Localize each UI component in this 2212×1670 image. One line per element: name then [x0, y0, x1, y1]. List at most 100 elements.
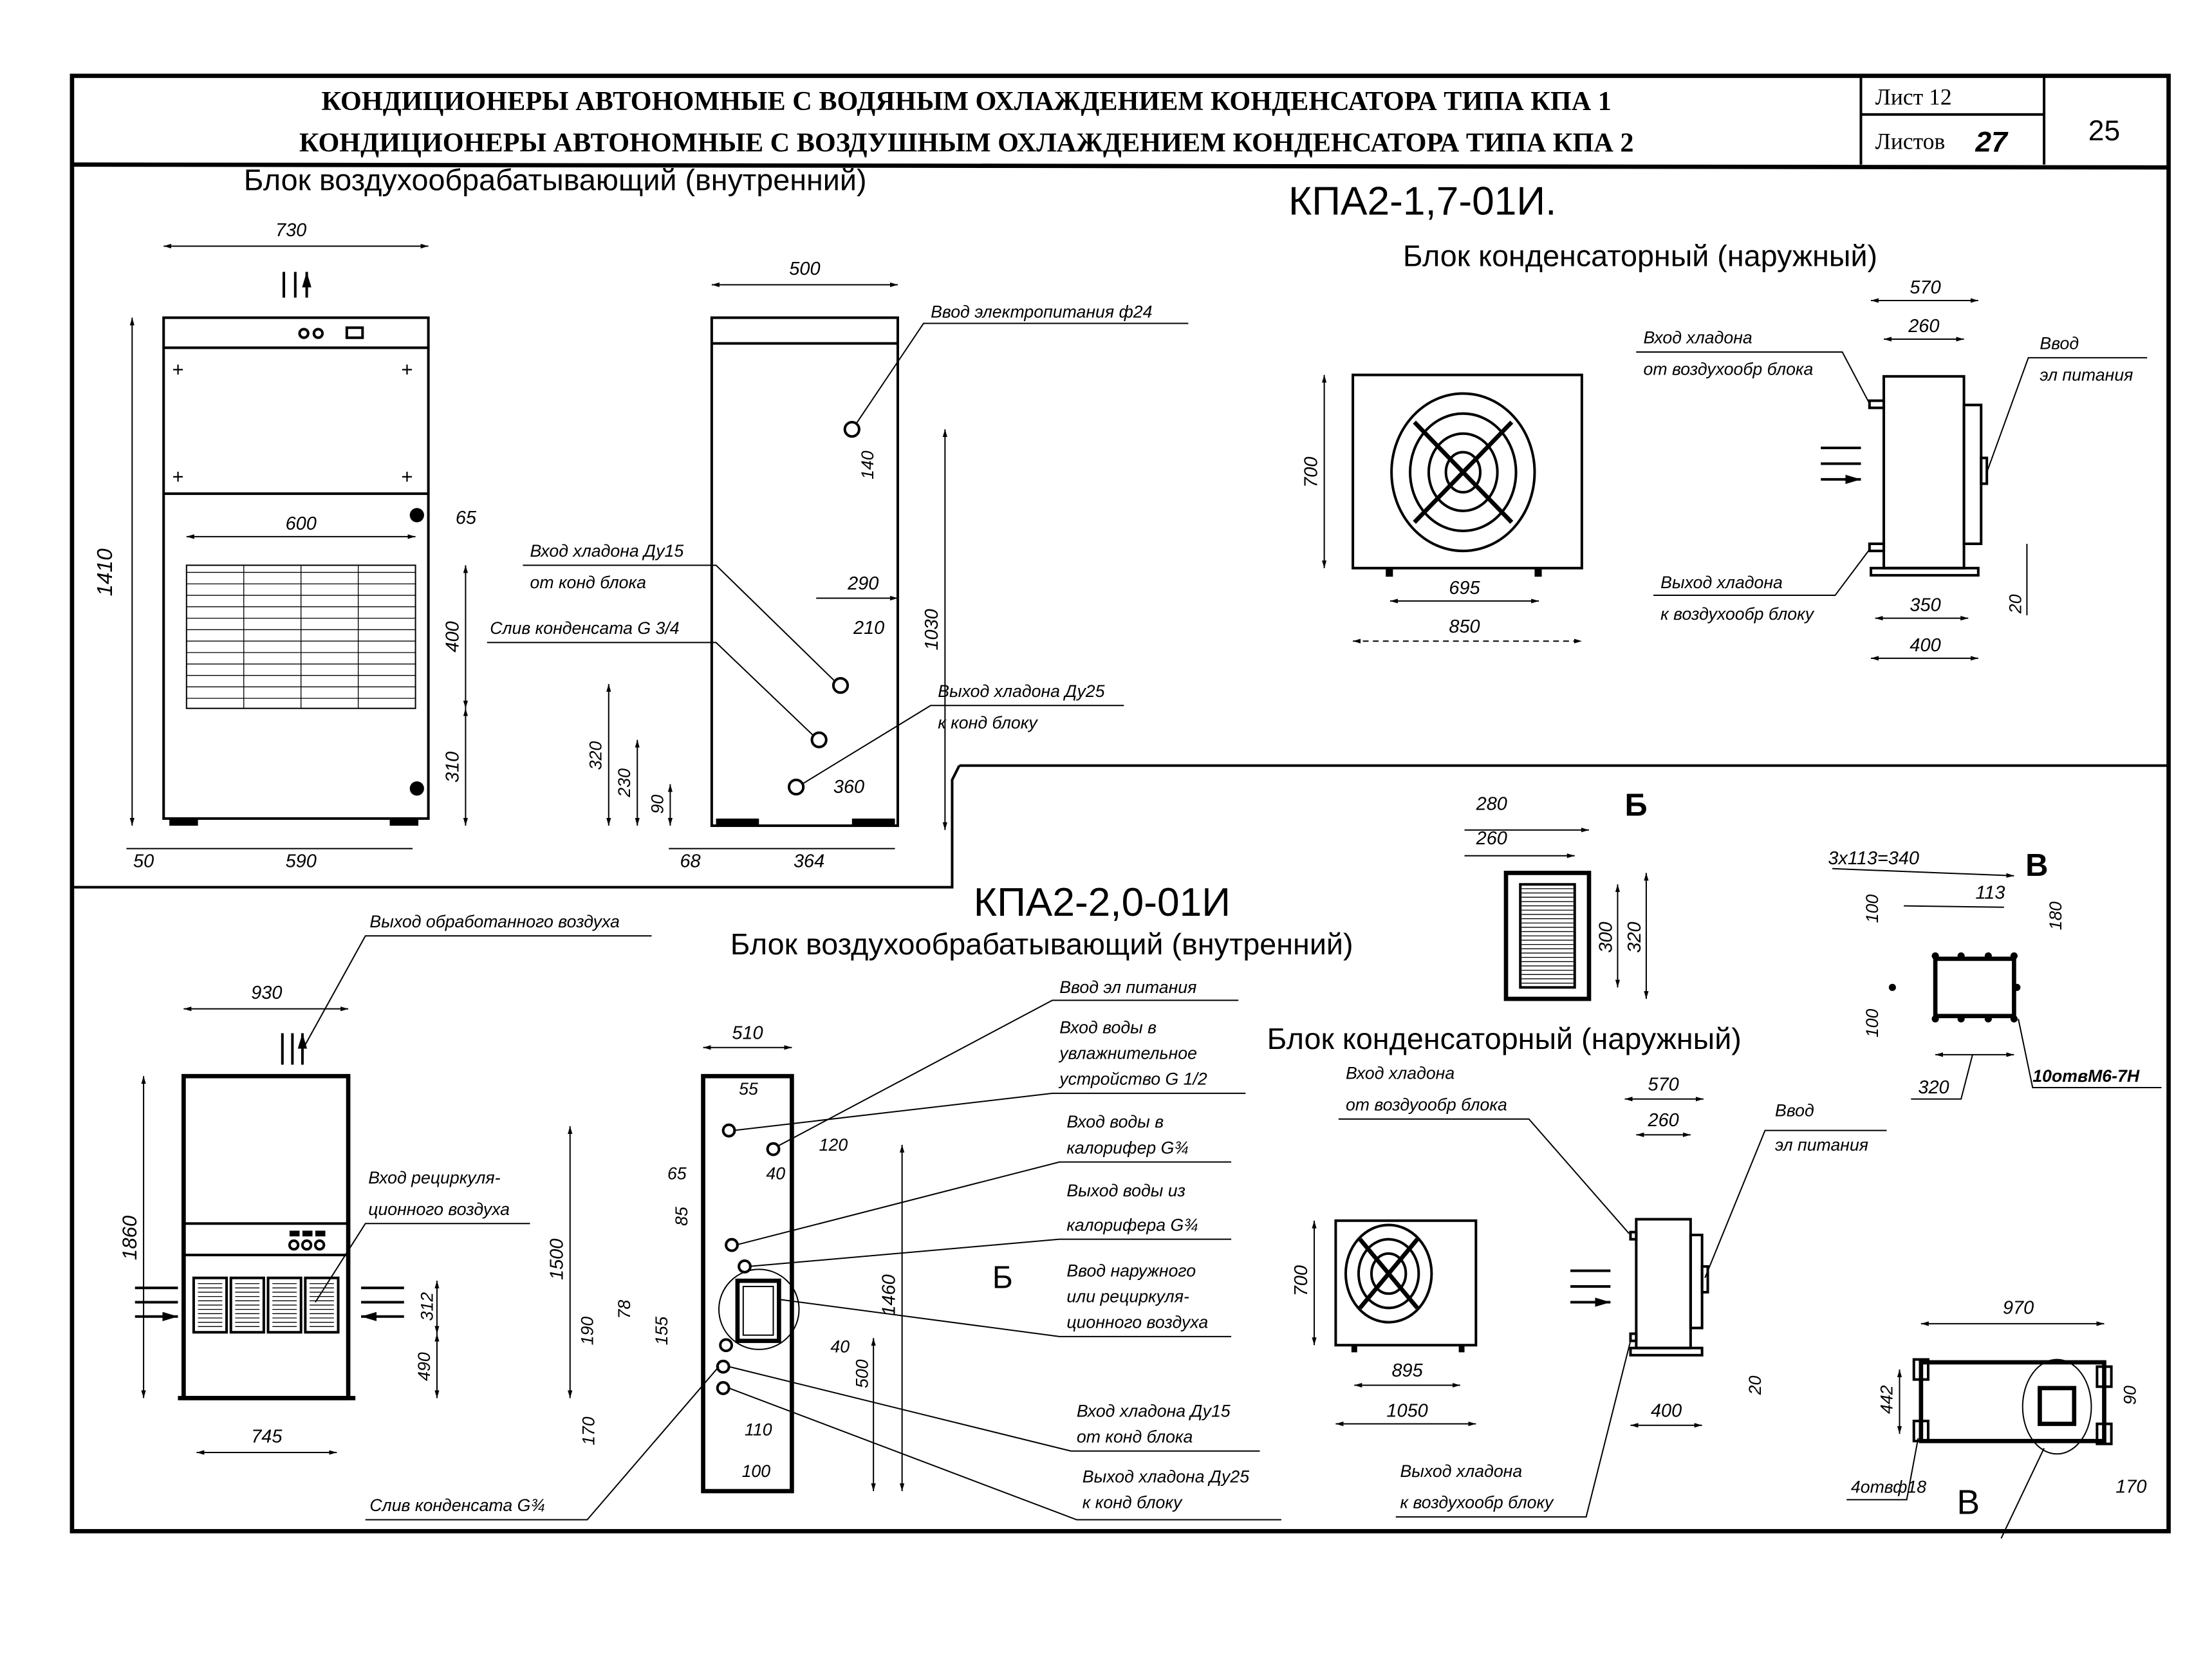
dim-260-b: 260: [1476, 828, 1507, 849]
svg-text:+: +: [401, 466, 413, 488]
air-out-arrows-1: [283, 272, 307, 298]
detail-b: Б 280 260 300 320: [1464, 788, 1649, 1001]
outdoor-side-view-2: 570 260 400 20 Вход хладона от воздуообр…: [1338, 1064, 1887, 1518]
label-power-input-1: Ввод электропитания ф24: [931, 302, 1152, 322]
dim-50: 50: [133, 851, 154, 872]
label-condensate-1: Слив конденсата G 3/4: [490, 618, 679, 638]
title-line-2: КОНДИЦИОНЕРЫ АВТОНОМНЫЕ С ВОЗДУШНЫМ ОХЛА…: [299, 128, 1634, 158]
dim-700-1: 700: [1301, 457, 1321, 488]
dim-320-b: 320: [1624, 922, 1645, 952]
sheet-frame: [70, 73, 2171, 1534]
label-cond-in-1a: Вход хладона: [1643, 328, 1752, 348]
dim-970: 970: [2003, 1297, 2034, 1318]
dim-230: 230: [615, 768, 634, 798]
label-air-in-1: Ввод наружного: [1066, 1261, 1196, 1280]
dim-320-v: 320: [1918, 1077, 1949, 1098]
label-recirc-2a: Вход рециркуля-: [368, 1168, 500, 1187]
dim-350: 350: [1910, 595, 1940, 615]
label-power-2: Ввод эл питания: [1059, 978, 1196, 997]
dim-695: 695: [1449, 578, 1480, 598]
base-plan: 970 442 90 170 4отвф18 В: [1846, 1297, 2146, 1539]
recirc-grille-panel: [266, 1276, 302, 1334]
view-v-callout: В: [1956, 1484, 1980, 1522]
section-divider-left: [71, 765, 961, 889]
dim-65: 65: [456, 508, 477, 528]
dim-100-v2: 100: [1863, 1009, 1882, 1038]
label-water-cal-in-1: Вход воды в: [1066, 1112, 1164, 1131]
label-water-cal-out-1: Выход воды из: [1066, 1181, 1185, 1200]
dim-745: 745: [251, 1426, 283, 1447]
dim-pitch: 3x113=340: [1828, 848, 1919, 869]
svg-text:+: +: [172, 466, 184, 488]
title-block: КОНДИЦИОНЕРЫ АВТОНОМНЫЕ С ВОДЯНЫМ ОХЛАЖД…: [70, 73, 2171, 1534]
section-kpa2-2-0: КПА2-2,0-01И Блок воздухообрабатывающий …: [118, 788, 2162, 1539]
dim-442: 442: [1877, 1385, 1896, 1414]
dim-55: 55: [739, 1079, 758, 1099]
dim-310: 310: [442, 752, 463, 783]
dim-895: 895: [1391, 1360, 1423, 1381]
dim-1460: 1460: [879, 1274, 900, 1315]
dim-590: 590: [286, 851, 317, 872]
label-water-hum-2: увлажнительное: [1058, 1044, 1197, 1063]
label-air-in-3: ционного воздуха: [1066, 1313, 1208, 1332]
dim-490: 490: [414, 1352, 434, 1381]
dim-312: 312: [417, 1292, 436, 1321]
label-water-cal-in-2: калорифер G¾: [1066, 1138, 1188, 1157]
dim-20-1: 20: [2006, 594, 2025, 614]
dim-600: 600: [286, 514, 317, 534]
dim-570-2: 570: [1648, 1074, 1679, 1095]
outdoor-unit-title-2: Блок конденсаторный (наружный): [1267, 1022, 1742, 1055]
detail-v-label: В: [2025, 848, 2048, 883]
dim-78: 78: [615, 1300, 634, 1319]
dim-260-2: 260: [1648, 1110, 1679, 1131]
svg-text:+: +: [401, 358, 413, 381]
dim-290: 290: [847, 573, 878, 594]
indoor-side-view-2: 510 55 120 40 65 85 1500 1460 190 78 155…: [547, 978, 1281, 1521]
control-buttons-2: [288, 1230, 326, 1251]
indoor-front-view-1: ++ ++ 730 1410 600 65 400 310 50 590: [93, 220, 477, 872]
label-cond-out-1a: Выход хладона: [1660, 573, 1783, 592]
sheets-label: Листов: [1875, 128, 1946, 154]
title-line-1: КОНДИЦИОНЕРЫ АВТОНОМНЫЕ С ВОДЯНЫМ ОХЛАЖД…: [321, 86, 1611, 116]
dim-400-2: 400: [1651, 1400, 1682, 1421]
dim-140: 140: [858, 450, 877, 479]
outdoor-side-view-1: 570 260 Вход хладона от воздухообр блока…: [1636, 277, 2148, 661]
dim-280: 280: [1476, 794, 1507, 815]
label-cond-power-1b: эл питания: [2040, 365, 2133, 384]
outdoor-unit-title-1: Блок конденсаторный (наружный): [1403, 239, 1877, 273]
dim-85: 85: [672, 1207, 691, 1226]
label-holes-m6: 10отвМ6-7Н: [2032, 1066, 2140, 1086]
air-in-arrows-1: [1821, 447, 1861, 479]
label-ref-in-1a: Вход хладона Ду15: [530, 541, 683, 561]
model-title-2: КПА2-2,0-01И: [974, 880, 1231, 925]
label-cond-power-2b: эл питания: [1775, 1135, 1868, 1155]
title-divider: [71, 162, 2169, 170]
svg-text:+: +: [172, 358, 184, 381]
label-recirc-2b: ционного воздуха: [368, 1200, 510, 1219]
dim-1860: 1860: [118, 1215, 141, 1260]
label-ref-out-1a: Выход хладона Ду25: [938, 682, 1104, 701]
label-water-hum-3: устройство G 1/2: [1058, 1070, 1207, 1089]
dim-90: 90: [647, 795, 667, 814]
label-ref-out-2b: к конд блоку: [1083, 1493, 1183, 1512]
label-cond-in-2a: Вход хладона: [1346, 1064, 1455, 1083]
detail-b-label: Б: [1625, 788, 1648, 822]
label-air-in-2: или рециркуля-: [1066, 1287, 1189, 1306]
dim-190: 190: [577, 1317, 597, 1346]
dim-170: 170: [579, 1416, 599, 1445]
dim-260-1: 260: [1908, 316, 1939, 337]
label-cond-out-2b: к воздухообр блоку: [1400, 1493, 1554, 1512]
indoor-side-view-1: 500 Ввод электропитания ф24 140 1030 290…: [487, 259, 1189, 872]
label-condensate-2: Слив конденсата G¾: [369, 1496, 544, 1515]
outdoor-front-view-1: 700 695 850: [1301, 373, 1583, 644]
dim-364: 364: [794, 851, 824, 872]
label-ref-in-2a: Вход хладона Ду15: [1077, 1401, 1231, 1420]
dim-1410: 1410: [93, 548, 117, 597]
dim-1500: 1500: [547, 1239, 568, 1280]
label-cond-in-2b: от воздуообр блока: [1346, 1095, 1507, 1115]
dim-400: 400: [442, 621, 463, 652]
sheets-value: 27: [1975, 127, 2009, 158]
outdoor-front-view-2: 700 895 1050: [1291, 1219, 1478, 1427]
dim-113: 113: [1975, 882, 2005, 903]
